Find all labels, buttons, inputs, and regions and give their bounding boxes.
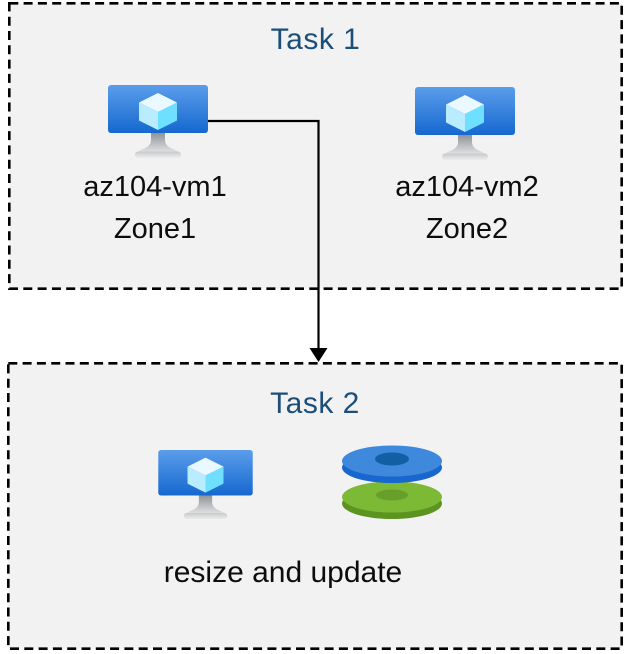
vm2-name: az104-vm2 — [395, 171, 539, 203]
vm2-label: az104-vm2 Zone2 — [347, 166, 587, 250]
task1-box — [8, 1, 624, 290]
task1-title: Task 1 — [270, 23, 361, 56]
vm1-zone: Zone1 — [113, 213, 197, 245]
vm2-zone: Zone2 — [425, 213, 509, 245]
virtual-machine-icon — [158, 450, 253, 521]
flow-arrow — [207, 119, 328, 362]
task2-caption: resize and update — [163, 556, 403, 589]
virtual-machine-icon — [108, 85, 208, 160]
vm1-name: az104-vm1 — [83, 171, 227, 203]
virtual-machine-icon — [415, 87, 515, 162]
vm1-label: az104-vm1 Zone1 — [35, 166, 275, 250]
task2-box — [7, 361, 624, 650]
managed-disks-icon — [337, 441, 447, 523]
task2-title: Task 2 — [270, 387, 360, 420]
